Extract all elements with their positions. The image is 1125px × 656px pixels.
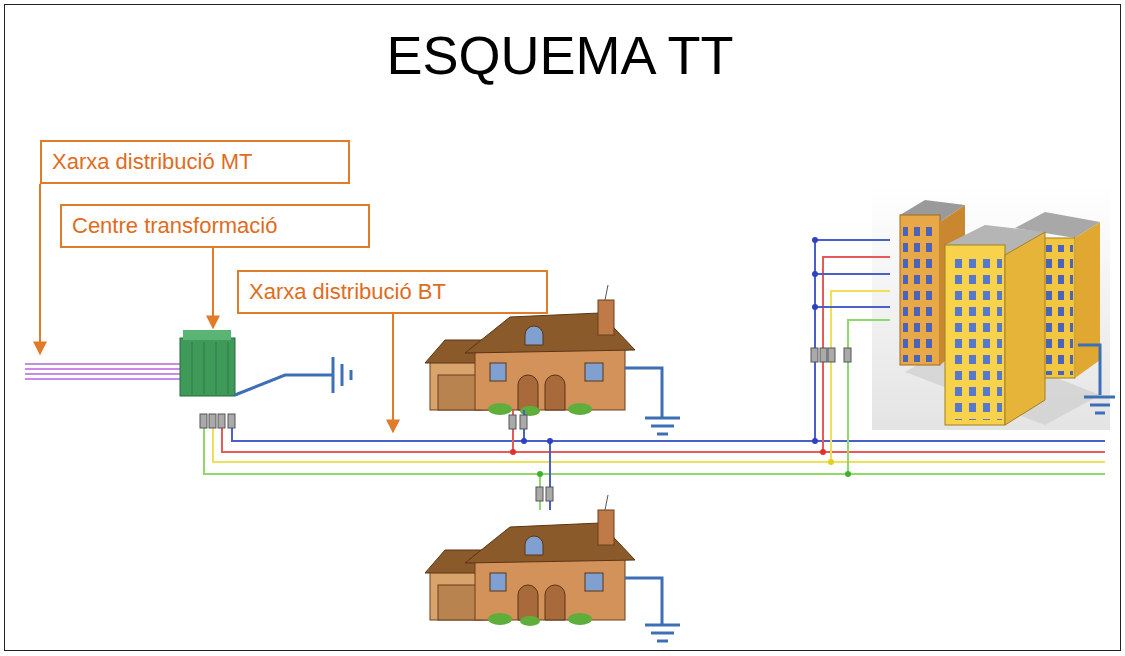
callout-box: Centre transformació: [60, 204, 370, 248]
callout-box: Xarxa distribució MT: [40, 140, 350, 184]
callout-box: Xarxa distribució BT: [237, 270, 548, 314]
diagram-title: ESQUEMA TT: [386, 24, 733, 86]
callout-label: Centre transformació: [62, 213, 277, 239]
callout-label: Xarxa distribució MT: [42, 149, 253, 175]
callout-label: Xarxa distribució BT: [239, 279, 446, 305]
